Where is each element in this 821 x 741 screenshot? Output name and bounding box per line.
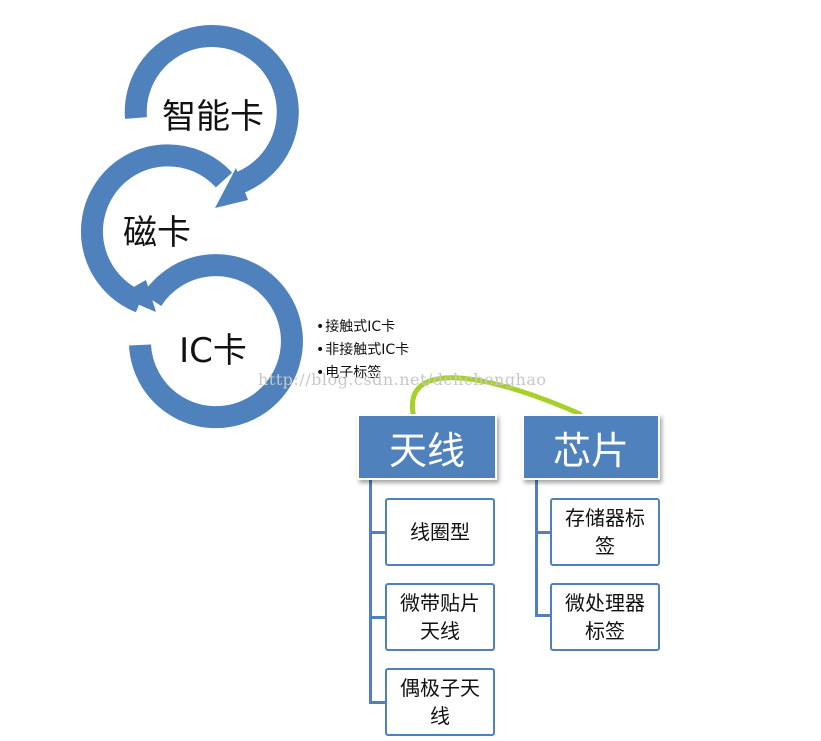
chip-child-box: 微处理器标签 — [550, 583, 660, 651]
ring-label: IC卡 — [179, 331, 247, 371]
chip-child-label: 存储器标签 — [565, 506, 645, 558]
antenna-child-label: 微带贴片天线 — [400, 591, 480, 643]
antenna-child-box: 微带贴片天线 — [385, 583, 495, 651]
chip-box: 芯片 — [522, 414, 660, 480]
chip-child-box: 存储器标签 — [550, 498, 660, 566]
ring-label: 智能卡 — [162, 97, 264, 137]
watermark: http://blog.csdn.net/dchchenghao — [258, 370, 547, 389]
ring-ic-card: IC卡 — [129, 254, 303, 429]
ring-arc — [124, 25, 299, 195]
connector-line — [535, 614, 551, 617]
antenna-child-label: 偶极子天线 — [400, 676, 480, 728]
list-item: 电子标签 — [316, 362, 409, 385]
antenna-stem — [369, 476, 372, 704]
antenna-child-label: 线圈型 — [410, 520, 470, 544]
connector-curve — [409, 375, 583, 421]
antenna-child-box: 线圈型 — [385, 498, 495, 566]
ring-label: 磁卡 — [123, 213, 191, 253]
ring-magnetic-card: 磁卡 — [80, 144, 233, 313]
connector-line — [369, 616, 386, 619]
list-item: 非接触式IC卡 — [316, 339, 409, 362]
connector-line — [369, 701, 386, 704]
arrow-head-icon — [118, 280, 156, 312]
antenna-box: 天线 — [357, 414, 497, 480]
chip-child-label: 微处理器标签 — [565, 591, 645, 643]
antenna-title: 天线 — [388, 428, 465, 473]
ic-card-type-list: 接触式IC卡 非接触式IC卡 电子标签 — [316, 316, 409, 385]
ring-arc — [129, 254, 303, 429]
connector-line — [369, 531, 386, 534]
ring-smart-card: 智能卡 — [124, 25, 299, 208]
connector-line — [535, 531, 551, 534]
arrow-head-icon — [215, 168, 248, 208]
antenna-child-box: 偶极子天线 — [385, 668, 495, 736]
chip-title: 芯片 — [552, 428, 629, 473]
list-item: 接触式IC卡 — [316, 316, 409, 339]
chip-stem — [535, 476, 538, 617]
ring-arc — [80, 144, 233, 313]
